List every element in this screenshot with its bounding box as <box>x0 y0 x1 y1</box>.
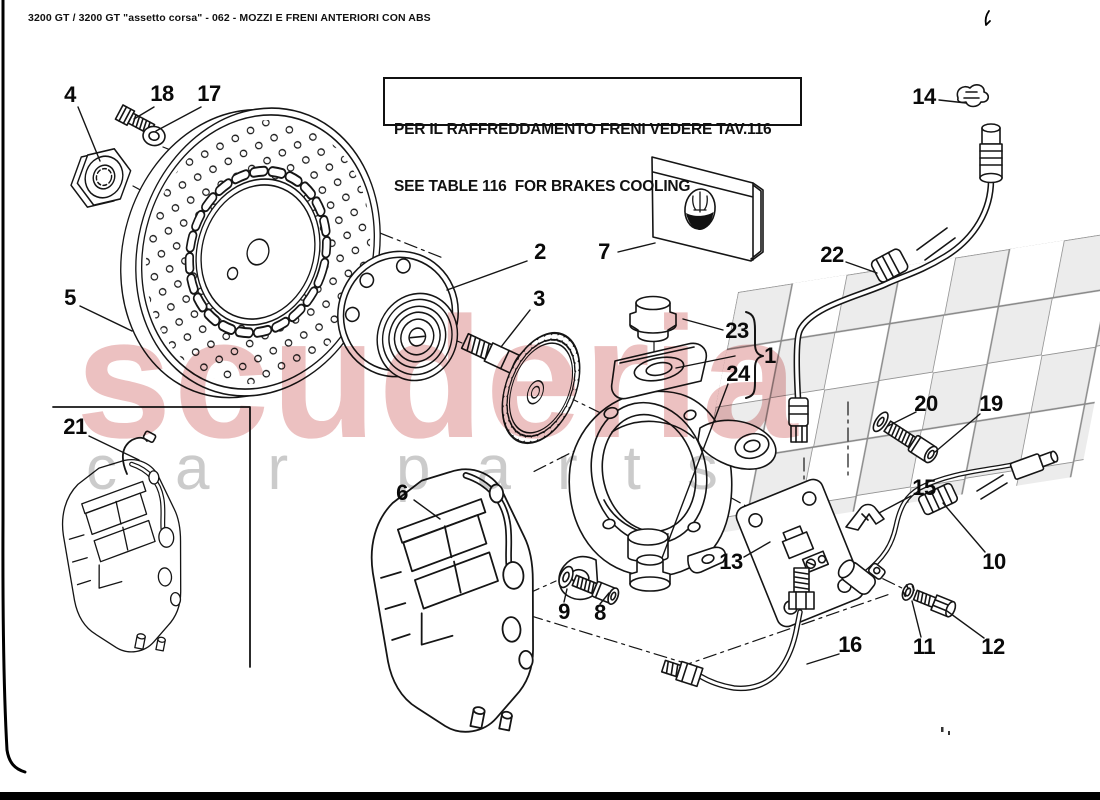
callout-21: 21 <box>63 414 87 439</box>
dust-cap-lower <box>629 554 671 592</box>
inset-box <box>52 406 251 668</box>
washer-20-bolt-19 <box>872 411 939 464</box>
callout-23: 23 <box>725 318 749 343</box>
note-line-italian: PER IL RAFFREDDAMENTO FRENI VEDERE TAV.1… <box>394 121 772 138</box>
callout-8: 8 <box>594 600 606 625</box>
wheel-nut <box>70 148 132 208</box>
brake-pipe <box>660 567 815 692</box>
wheel-hub <box>337 250 459 382</box>
callout-16: 16 <box>838 632 862 657</box>
callout-11: 11 <box>912 634 936 659</box>
callout-6: 6 <box>396 480 408 505</box>
callout-19: 19 <box>979 391 1003 416</box>
callout-10: 10 <box>982 549 1006 574</box>
callout-2: 2 <box>534 239 546 264</box>
callout-15: 15 <box>912 475 936 500</box>
page-title: 3200 GT / 3200 GT "assetto corsa" - 062 … <box>28 12 431 24</box>
dust-cap-upper <box>629 295 677 343</box>
fork-clip <box>845 503 885 531</box>
caliper-front <box>366 465 544 739</box>
note-line-english: SEE TABLE 116 FOR BRAKES COOLING <box>394 178 691 195</box>
abs-tone-wheel <box>501 331 581 445</box>
brakes-cooling-note: PER IL RAFFREDDAMENTO FRENI VEDERE TAV.1… <box>383 77 802 195</box>
callout-18: 18 <box>150 81 174 106</box>
callout-3: 3 <box>533 286 545 311</box>
abs-sensor-cable <box>837 450 1059 595</box>
brake-hose <box>788 123 1003 443</box>
washer-9-bolt-8 <box>558 565 620 605</box>
callout-24: 24 <box>726 361 750 386</box>
callout-1: 1 <box>764 343 776 368</box>
callout-5: 5 <box>64 285 76 310</box>
callout-17: 17 <box>197 81 221 106</box>
callout-20: 20 <box>914 391 938 416</box>
callout-9: 9 <box>558 599 570 624</box>
leader-lines <box>77 99 986 665</box>
callout-7: 7 <box>598 239 610 264</box>
group-brace <box>745 311 764 399</box>
callout-14: 14 <box>912 84 936 109</box>
callout-12: 12 <box>981 634 1005 659</box>
brake-disc <box>120 107 381 399</box>
steering-knuckle <box>558 342 777 601</box>
caliper-inset <box>58 430 188 658</box>
maserati-booklet <box>651 156 764 262</box>
callout-22: 22 <box>820 242 844 267</box>
callout-13: 13 <box>719 549 743 574</box>
callout-4: 4 <box>64 82 76 107</box>
washer-17 <box>142 125 166 147</box>
